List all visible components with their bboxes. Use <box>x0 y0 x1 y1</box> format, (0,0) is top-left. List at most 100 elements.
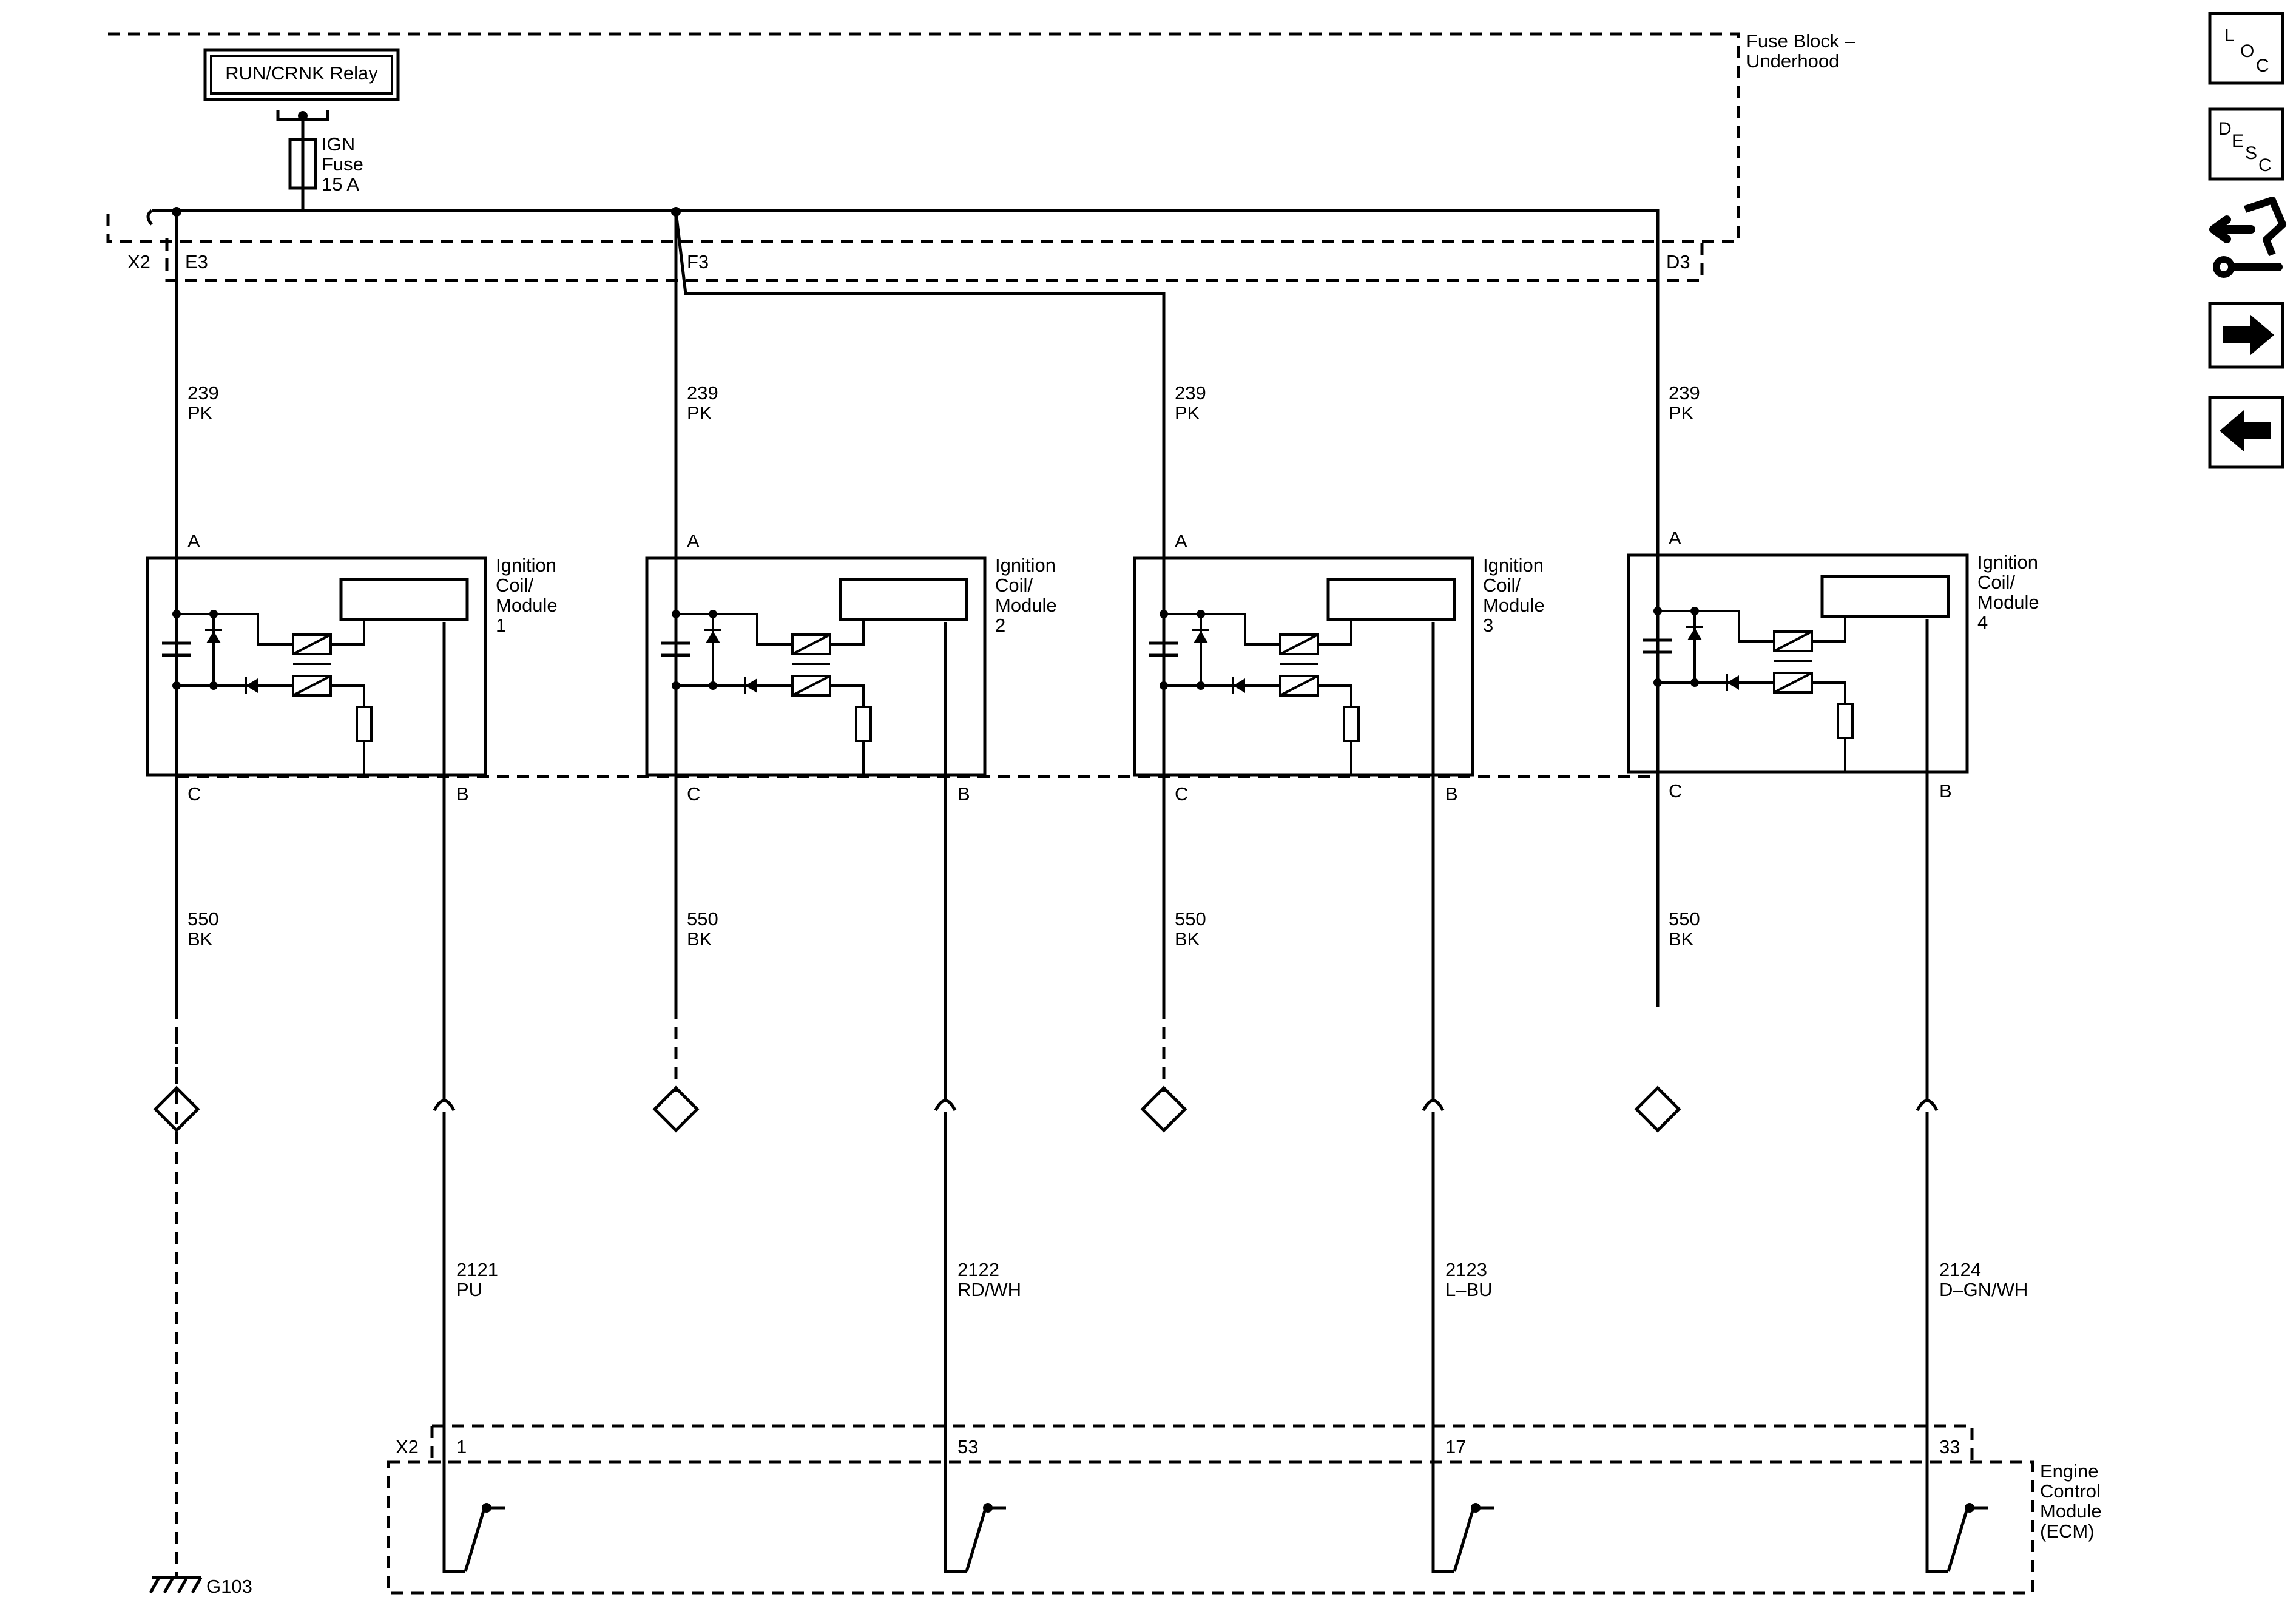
feed-circuit-number: 239 <box>1669 382 1700 403</box>
ground-wire-color: BK <box>187 928 213 950</box>
desc-char-1: D <box>2218 119 2232 139</box>
ground-circuit-number: 550 <box>687 908 718 930</box>
fuse-block-subtitle: Underhood <box>1746 50 1839 72</box>
fuse-block-title: Fuse Block – <box>1746 30 1855 52</box>
pin-label-d3: D3 <box>1666 251 1690 272</box>
ground-circuit-number: 550 <box>187 908 219 930</box>
coil-title-line1: Ignition <box>995 555 1056 576</box>
splice-diamond <box>153 1085 200 1133</box>
ecm-title-line1: Engine <box>2040 1460 2099 1482</box>
signal-wire-color: RD/WH <box>957 1279 1021 1300</box>
ground-g103: G103 <box>149 1576 252 1597</box>
ground-label: G103 <box>206 1576 252 1597</box>
ground-splice-bus <box>175 775 1660 1578</box>
coil-housing <box>146 556 487 777</box>
splice-diamond <box>652 1085 700 1133</box>
fuse-block-underhood: Fuse Block – Underhood X2 E3 F3 D3 RUN/C… <box>106 30 1855 282</box>
ecm-pin-label: 17 <box>1445 1436 1466 1457</box>
previous-page-button[interactable] <box>2208 396 2284 469</box>
pin-label-f3: F3 <box>687 251 709 272</box>
ecm-title-line3: Module <box>2040 1501 2102 1522</box>
run-crnk-relay: RUN/CRNK Relay <box>203 48 400 101</box>
coil-number: 4 <box>1977 612 1988 633</box>
ecm-pin-label: 1 <box>456 1436 467 1457</box>
arrow-left-icon <box>2220 410 2271 451</box>
desc-button[interactable]: D E S C <box>2208 107 2284 181</box>
pin-label-c: C <box>687 783 700 805</box>
pin-label-b: B <box>957 783 970 805</box>
ecm-title-line4: (ECM) <box>2040 1521 2095 1542</box>
pin-label-a: A <box>1669 527 1681 549</box>
pin-label-c: C <box>1175 783 1188 805</box>
engine-control-module: X2 Engine Control Module (ECM) <box>387 1424 2102 1595</box>
loc-char-2: O <box>2240 41 2254 61</box>
loc-char-1: L <box>2224 25 2235 46</box>
fuse-rating: 15 A <box>322 174 359 195</box>
loc-char-3: C <box>2256 56 2269 76</box>
pin-label-a: A <box>1175 530 1187 552</box>
coil-title-line1: Ignition <box>1977 552 2038 573</box>
splice-diamond <box>1634 1085 1681 1133</box>
pin-label-b: B <box>1445 783 1458 805</box>
pin-label-c: C <box>1669 780 1682 802</box>
relay-label: RUN/CRNK Relay <box>225 62 378 84</box>
pin-label-a: A <box>187 530 200 552</box>
coil-number: 3 <box>1483 615 1493 636</box>
nav-buttons: L O C D E S C <box>2208 12 2286 469</box>
fuse-block-connector-label: X2 <box>127 251 150 272</box>
location-icon: L O C <box>2224 25 2269 76</box>
pin-label-c: C <box>187 783 201 805</box>
ground-wire-color: BK <box>1669 928 1694 950</box>
coil-title-line2: Coil/ <box>995 575 1033 596</box>
coil-title-line2: Coil/ <box>1977 572 2015 593</box>
connector-repair-icon <box>2209 197 2286 278</box>
signal-circuit-number: 2122 <box>957 1259 999 1280</box>
signal-circuit-number: 2123 <box>1445 1259 1487 1280</box>
pin-label-e3: E3 <box>185 251 208 272</box>
feed-circuit-number: 239 <box>187 382 219 403</box>
connector-repair-button[interactable] <box>2209 197 2286 278</box>
ground-wire-color: BK <box>1175 928 1200 950</box>
coil-number: 1 <box>496 615 506 636</box>
description-icon: D E S C <box>2218 119 2272 175</box>
coil-title-line2: Coil/ <box>1483 575 1521 596</box>
coil-housing <box>645 556 987 777</box>
desc-char-2: E <box>2232 131 2244 151</box>
fuse-name: IGN <box>322 133 355 155</box>
feed-circuit-number: 239 <box>1175 382 1206 403</box>
signal-wire-color: D–GN/WH <box>1939 1279 2028 1300</box>
fuse-type: Fuse <box>322 154 363 175</box>
ecm-pin-label: 53 <box>957 1436 978 1457</box>
coil-title-line3: Module <box>995 595 1057 616</box>
splice-diamond <box>1140 1085 1187 1133</box>
coil-housing <box>1627 553 1969 774</box>
pin-label-b: B <box>456 783 469 805</box>
signal-wire-color: L–BU <box>1445 1279 1493 1300</box>
desc-char-3: S <box>2245 143 2257 163</box>
next-page-button[interactable] <box>2208 302 2284 369</box>
coil-title-line1: Ignition <box>1483 555 1544 576</box>
loc-button[interactable]: L O C <box>2208 12 2284 85</box>
desc-char-4: C <box>2258 155 2272 175</box>
signal-circuit-number: 2121 <box>456 1259 498 1280</box>
coil-number: 2 <box>995 615 1005 636</box>
ground-circuit-number: 550 <box>1669 908 1700 930</box>
ecm-pin-label: 33 <box>1939 1436 1960 1457</box>
pin-label-a: A <box>687 530 700 552</box>
coil-housing <box>1133 556 1474 777</box>
feed-wires <box>175 211 1660 622</box>
feed-circuit-number: 239 <box>687 382 718 403</box>
signal-circuit-number: 2124 <box>1939 1259 1981 1280</box>
coil-title-line3: Module <box>1483 595 1545 616</box>
signal-wire-color: PU <box>456 1279 482 1300</box>
arrow-right-icon <box>2223 314 2274 356</box>
pin-label-b: B <box>1939 780 1952 802</box>
ign-fuse: IGN Fuse 15 A <box>276 110 363 211</box>
ecm-connector-label: X2 <box>396 1436 419 1457</box>
